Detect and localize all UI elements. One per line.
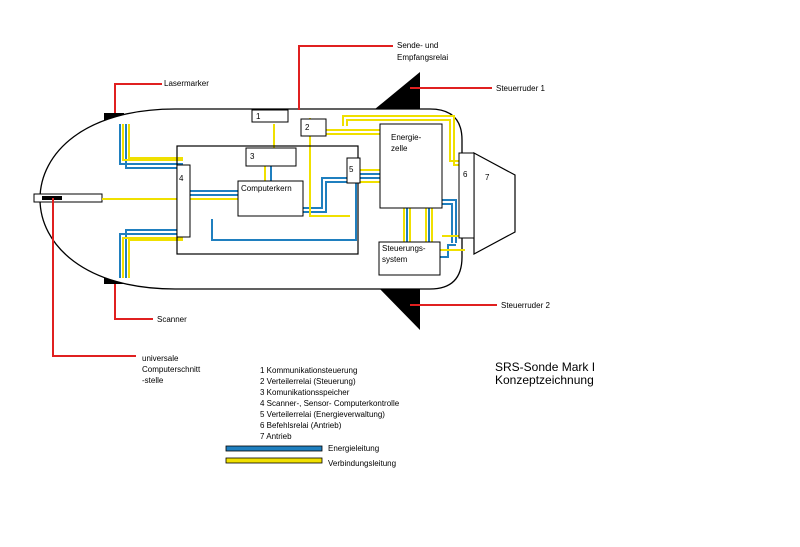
component-computerkern: Computerkern bbox=[237, 180, 304, 217]
callout-lasermarker: Lasermarker bbox=[164, 79, 209, 88]
component-2: 2 bbox=[300, 118, 327, 137]
callout-schnittstelle-1: universale bbox=[142, 354, 179, 363]
component-6-label: 6 bbox=[463, 170, 468, 179]
component-3-label: 3 bbox=[250, 152, 255, 161]
component-6: 6 bbox=[458, 152, 475, 239]
callout-schnittstelle-3: -stelle bbox=[142, 376, 164, 385]
callout-scanner: Scanner bbox=[157, 315, 187, 324]
component-7-label: 7 bbox=[485, 173, 490, 182]
callout-lines bbox=[52, 45, 497, 357]
callout-sende-2: Empfangsrelai bbox=[397, 53, 448, 62]
legend-item-3: 3 Komunikationsspeicher bbox=[260, 388, 350, 397]
component-1: 1 bbox=[251, 109, 289, 123]
component-2-label: 2 bbox=[305, 123, 310, 132]
component-1-label: 1 bbox=[256, 112, 261, 121]
component-4: 4 bbox=[176, 164, 191, 238]
component-3: 3 bbox=[245, 147, 297, 167]
callout-sende-1: Sende- und bbox=[397, 41, 438, 50]
line-legend: Energieleitung Verbindungsleitung bbox=[225, 444, 396, 468]
legend-item-1: 1 Kommunikationsteuerung bbox=[260, 366, 357, 375]
legend-item-2: 2 Verteilerrelai (Steuerung) bbox=[260, 377, 356, 386]
component-5: 5 bbox=[346, 157, 361, 184]
legend-item-6: 6 Befehlsrelai (Antrieb) bbox=[260, 421, 342, 430]
diagram-title-1: SRS-Sonde Mark I bbox=[495, 360, 595, 374]
steuerungssystem-label-1: Steuerungs- bbox=[382, 244, 426, 253]
energiezelle-label-2: zelle bbox=[391, 144, 408, 153]
component-steuerungssystem: Steuerungs- system bbox=[378, 241, 441, 276]
component-5-label: 5 bbox=[349, 165, 354, 174]
legend-item-4: 4 Scanner-, Sensor- Computerkontrolle bbox=[260, 399, 400, 408]
fin-bottom-right bbox=[378, 287, 420, 330]
legend-item-5: 5 Verteilerrelai (Energieverwaltung) bbox=[260, 410, 385, 419]
callout-steuerruder-1: Steuerruder 1 bbox=[496, 84, 545, 93]
legend-item-7: 7 Antrieb bbox=[260, 432, 292, 441]
signal-line-swatch bbox=[225, 457, 323, 464]
component-4-label: 4 bbox=[179, 174, 184, 183]
energy-line-label: Energieleitung bbox=[328, 444, 379, 453]
component-legend: 1 Kommunikationsteuerung 2 Verteilerrela… bbox=[260, 366, 400, 441]
component-energiezelle: Energie- zelle bbox=[379, 123, 443, 209]
callout-steuerruder-2: Steuerruder 2 bbox=[501, 301, 550, 310]
computerkern-label: Computerkern bbox=[241, 184, 292, 193]
fin-top-right bbox=[375, 72, 420, 109]
callout-schnittstelle-2: Computerschnitt bbox=[142, 365, 201, 374]
energiezelle-label-1: Energie- bbox=[391, 133, 422, 142]
signal-lines bbox=[102, 115, 465, 278]
diagram-title-2: Konzeptzeichnung bbox=[495, 373, 594, 387]
engine-7-shape bbox=[473, 151, 516, 256]
steuerungssystem-label-2: system bbox=[382, 255, 408, 264]
signal-line-label: Verbindungsleitung bbox=[328, 459, 396, 468]
energy-line-swatch bbox=[225, 445, 323, 452]
